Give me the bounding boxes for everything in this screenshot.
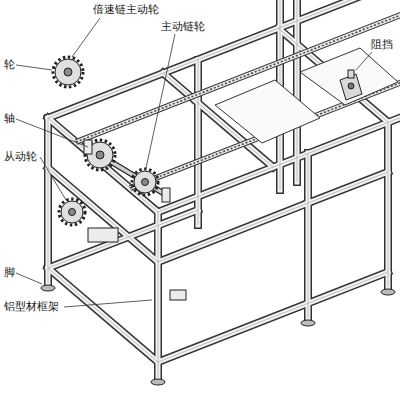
part-label: 阻挡: [370, 38, 394, 51]
part-label: 从动轮: [3, 150, 38, 163]
frame-core: [48, 0, 400, 377]
part-label: 倍速链主动轮: [92, 3, 160, 16]
frame-outline: [48, 0, 400, 377]
shaft-outline: [88, 148, 168, 196]
feet: [41, 285, 395, 385]
stopper: [340, 70, 362, 100]
frame-groove: [48, 0, 400, 377]
bearing-blocks: [84, 140, 186, 300]
part-label: 脚: [3, 266, 16, 279]
leader-lines: [16, 18, 372, 307]
part-label: 主动链轮: [160, 20, 206, 33]
part-label: 轮: [3, 58, 16, 71]
part-label: 轴: [3, 112, 16, 125]
chain-rail-core: [76, 9, 400, 188]
pallet-frames: [215, 48, 398, 143]
chain-rail-outline: [76, 9, 400, 188]
chain: [76, 9, 400, 188]
shaft: [88, 148, 168, 196]
part-label: 铝型材框架: [3, 300, 60, 313]
sprockets: [53, 57, 158, 225]
